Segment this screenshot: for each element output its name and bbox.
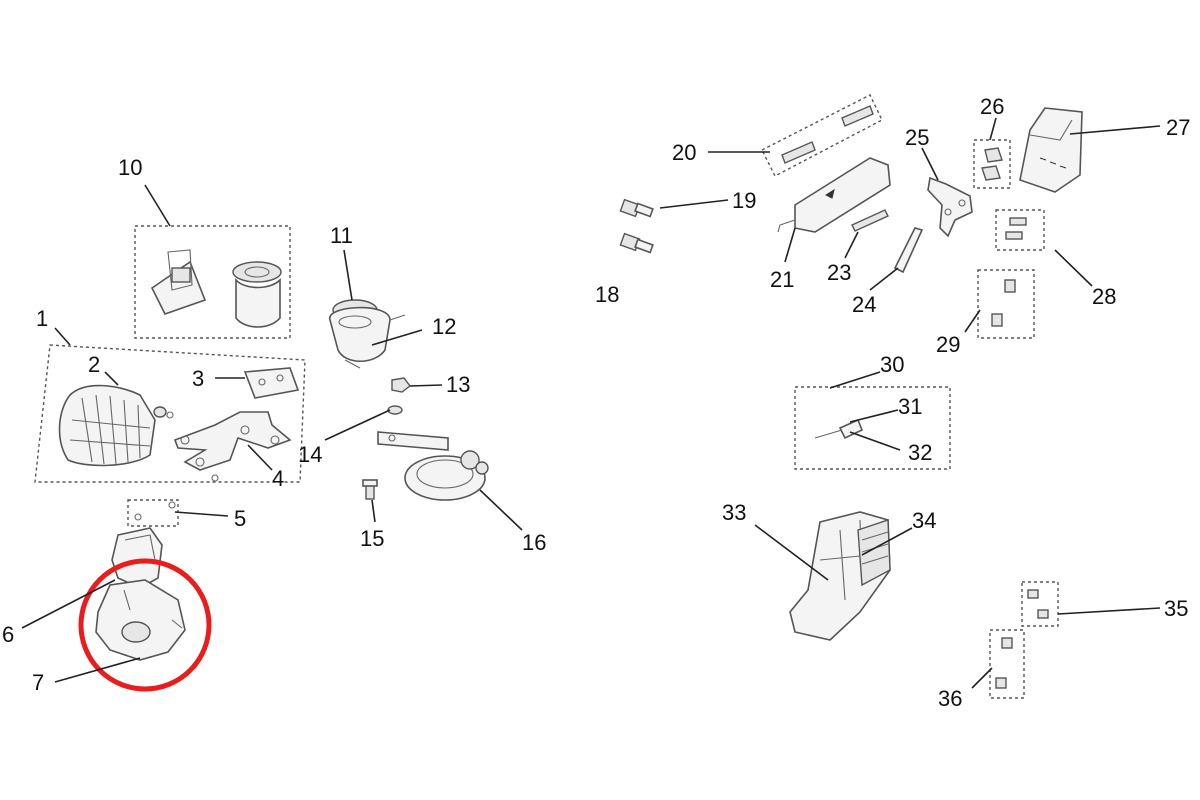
callout-7: 7 bbox=[32, 670, 44, 695]
callout-16: 16 bbox=[522, 530, 546, 555]
callout-23: 23 bbox=[827, 260, 851, 285]
callout-32: 32 bbox=[908, 440, 932, 465]
callout-6: 6 bbox=[2, 622, 14, 647]
callout-30: 30 bbox=[880, 352, 904, 377]
callout-33: 33 bbox=[722, 500, 746, 525]
bulb-socket-part bbox=[814, 418, 864, 440]
group-box-35 bbox=[1021, 581, 1059, 627]
callout-14: 14 bbox=[298, 442, 322, 467]
socket-part bbox=[329, 299, 406, 369]
strip-part-23 bbox=[851, 209, 889, 232]
callout-36: 36 bbox=[938, 686, 962, 711]
bolt-part-19 bbox=[619, 198, 654, 218]
small-bracket-part bbox=[243, 367, 300, 399]
callout-20: 20 bbox=[672, 140, 696, 165]
screw-part-28b bbox=[1005, 231, 1023, 240]
callout-31: 31 bbox=[898, 394, 922, 419]
callout-26: 26 bbox=[980, 94, 1004, 119]
sticker-part-a bbox=[781, 141, 816, 164]
group-box-30 bbox=[794, 386, 951, 470]
group-box-29 bbox=[977, 269, 1035, 339]
callout-10: 10 bbox=[118, 155, 142, 180]
screw-part-35b bbox=[1037, 609, 1049, 619]
callout-29: 29 bbox=[936, 332, 960, 357]
callout-1: 1 bbox=[36, 306, 48, 331]
bolt-part-18 bbox=[619, 232, 654, 254]
callout-24: 24 bbox=[852, 292, 876, 317]
callout-5: 5 bbox=[234, 506, 246, 531]
callout-19: 19 bbox=[732, 188, 756, 213]
bracket-part-25 bbox=[927, 176, 973, 238]
callout-28: 28 bbox=[1092, 284, 1116, 309]
callout-18: 18 bbox=[595, 282, 619, 307]
callout-3: 3 bbox=[192, 366, 204, 391]
screw-part-28a bbox=[1009, 217, 1027, 226]
sticker-part-b bbox=[841, 105, 874, 127]
rear-bracket-part bbox=[789, 511, 891, 641]
screw-part-29b bbox=[991, 313, 1003, 327]
group-box-20 bbox=[761, 94, 883, 177]
headlight-part bbox=[58, 384, 167, 467]
group-box-10 bbox=[134, 225, 291, 339]
callout-13: 13 bbox=[446, 372, 470, 397]
callout-2: 2 bbox=[88, 352, 100, 377]
screw-part-29a bbox=[1004, 279, 1016, 293]
lower-bracket-part bbox=[111, 527, 163, 589]
callout-labels: 1 2 3 4 5 6 7 10 11 12 13 14 15 16 18 19… bbox=[2, 94, 1190, 711]
leader-lines bbox=[21, 117, 1161, 689]
screw-part-36a bbox=[1001, 637, 1013, 649]
highlight-ring bbox=[78, 558, 212, 692]
horn-part bbox=[377, 431, 489, 501]
callout-34: 34 bbox=[912, 508, 936, 533]
callout-25: 25 bbox=[905, 125, 929, 150]
screw-part-5b bbox=[168, 501, 176, 509]
group-box-5 bbox=[127, 499, 179, 527]
lock-cylinder-part bbox=[232, 261, 282, 328]
screw-part-5a bbox=[134, 513, 142, 521]
screw-part-36b bbox=[995, 677, 1007, 689]
callout-35: 35 bbox=[1164, 596, 1188, 621]
callout-12: 12 bbox=[432, 314, 456, 339]
group-box-1 bbox=[34, 344, 306, 483]
group-box-28 bbox=[995, 209, 1045, 251]
headlight-bracket-part bbox=[166, 411, 292, 482]
group-box-36 bbox=[989, 629, 1025, 699]
cover-part bbox=[95, 579, 186, 661]
group-box-26 bbox=[973, 139, 1011, 189]
nut-part-26b bbox=[981, 165, 1001, 181]
callout-27: 27 bbox=[1166, 115, 1190, 140]
callout-11: 11 bbox=[330, 223, 353, 248]
nut-part-26a bbox=[984, 147, 1003, 163]
nut-part-13 bbox=[391, 377, 411, 393]
bolt-part-15 bbox=[362, 479, 378, 500]
callout-4: 4 bbox=[272, 466, 284, 491]
plate-bracket-part-24 bbox=[893, 227, 924, 274]
ignition-switch-part bbox=[150, 249, 207, 315]
tail-light-part bbox=[1019, 107, 1083, 193]
callout-21: 21 bbox=[770, 267, 794, 292]
screw-part-35a bbox=[1027, 589, 1039, 599]
washer-part-14 bbox=[387, 405, 403, 415]
callout-15: 15 bbox=[360, 526, 384, 551]
